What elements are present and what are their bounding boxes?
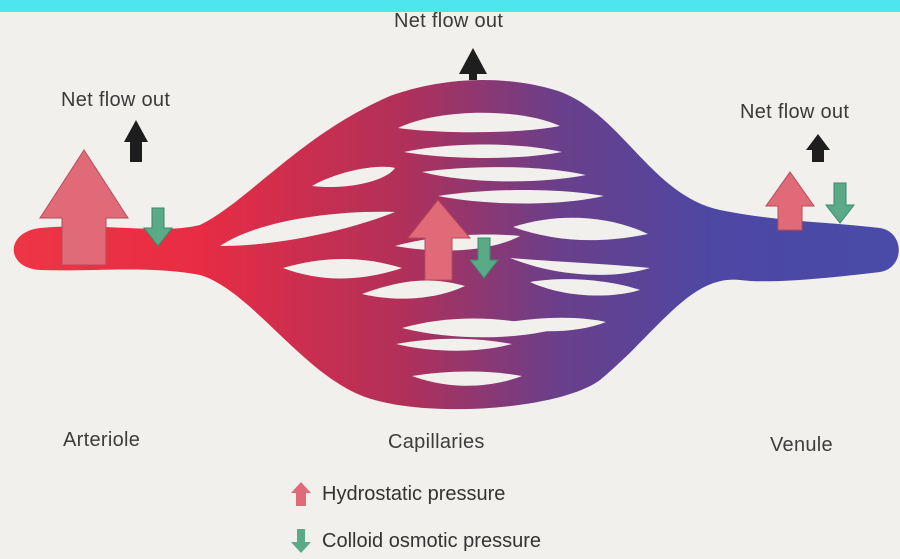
net-flow-label-top: Net flow out (394, 10, 503, 33)
legend-colloid: Colloid osmotic pressure (290, 528, 541, 554)
colloid-arrow-venule (826, 183, 854, 223)
region-label-arteriole: Arteriole (63, 429, 140, 452)
colloid-legend-icon (290, 528, 312, 554)
net-flow-arrow-top (459, 48, 487, 80)
net-flow-label-left: Net flow out (61, 89, 170, 112)
region-label-capillaries: Capillaries (388, 431, 485, 454)
region-label-venule: Venule (770, 434, 833, 457)
legend-hydrostatic-label: Hydrostatic pressure (322, 483, 505, 506)
legend-hydrostatic: Hydrostatic pressure (290, 481, 505, 507)
legend-colloid-label: Colloid osmotic pressure (322, 530, 541, 553)
hydrostatic-legend-icon (290, 481, 312, 507)
net-flow-label-right: Net flow out (740, 101, 849, 124)
net-flow-arrow-left (124, 120, 148, 162)
net-flow-arrow-right (806, 134, 830, 162)
